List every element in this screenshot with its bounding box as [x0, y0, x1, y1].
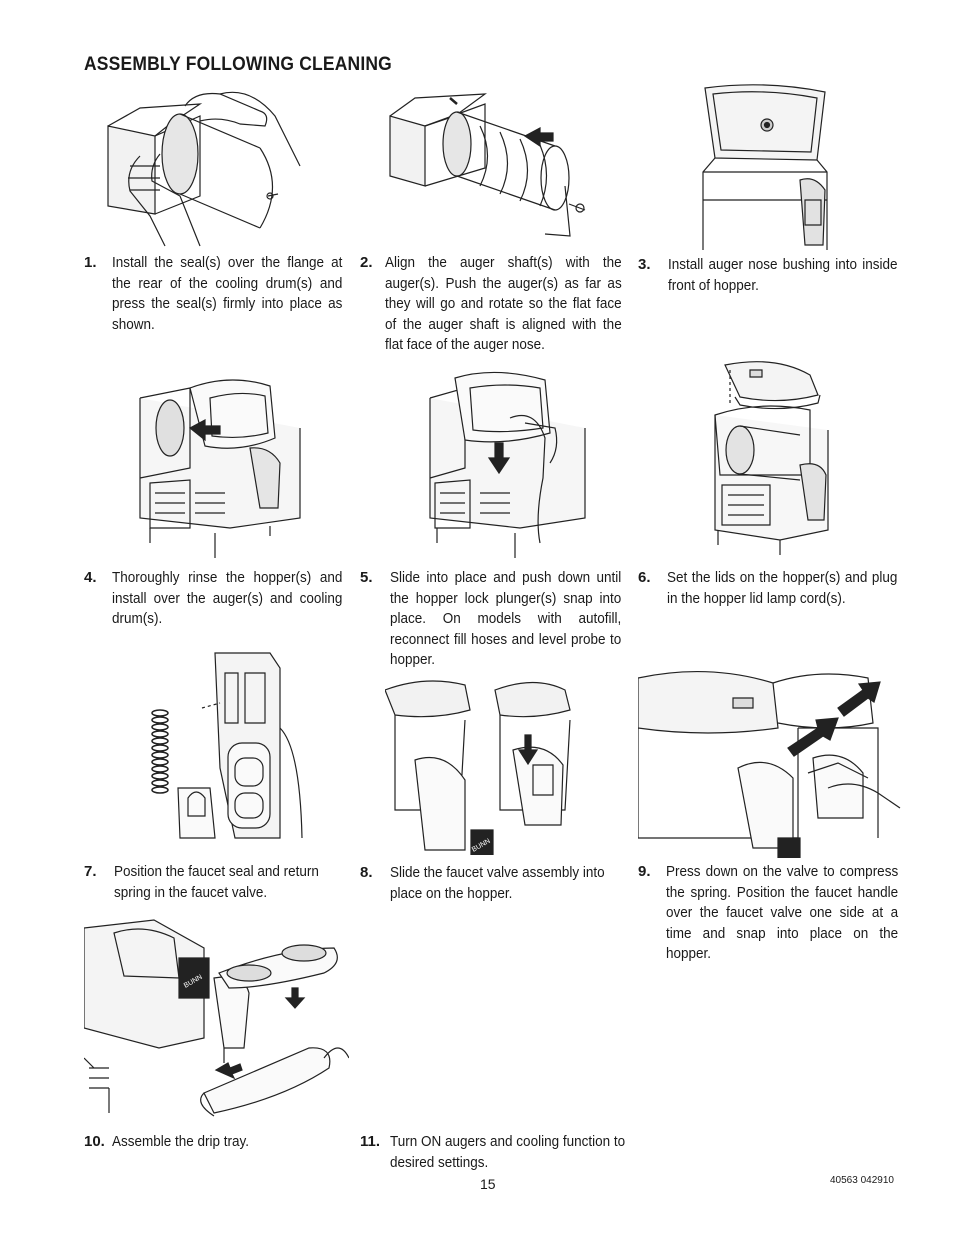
- figure-step-4-hopper-install: [130, 368, 305, 563]
- step-number: 2.: [360, 254, 373, 271]
- step-number: 4.: [84, 569, 97, 586]
- figure-step-8-faucet-valve-install: BUNN: [385, 680, 580, 855]
- figure-step-2-auger-align: [385, 86, 595, 251]
- page-title: ASSEMBLY FOLLOWING CLEANING: [84, 54, 392, 75]
- step-number: 9.: [638, 863, 651, 880]
- step-text: Slide into place and push down until the…: [390, 569, 622, 669]
- figure-step-6-lids-install: [700, 355, 835, 555]
- step-text: Turn ON augers and cooling function to d…: [390, 1133, 626, 1171]
- step-number: 3.: [638, 256, 651, 273]
- figure-step-5-hopper-lock: [425, 368, 590, 563]
- step-text: Press down on the valve to compress the …: [666, 863, 899, 963]
- step-text: Install auger nose bushing into inside f…: [668, 256, 898, 294]
- step-text: Set the lids on the hopper(s) and plug i…: [667, 569, 898, 607]
- step-text: Slide the faucet valve assembly into pla…: [390, 864, 605, 902]
- step-number: 10.: [84, 1133, 105, 1150]
- document-code: 40563 042910: [830, 1175, 894, 1186]
- step-number: 1.: [84, 254, 97, 271]
- figure-step-7-faucet-seal-spring: [140, 648, 315, 843]
- step-number: 8.: [360, 864, 373, 881]
- step-text: Assemble the drip tray.: [112, 1133, 250, 1150]
- figure-step-10-drip-tray: BUNN: [84, 918, 349, 1123]
- step-number: 5.: [360, 569, 373, 586]
- step-number: 7.: [84, 863, 97, 880]
- figure-step-1-seal-install: [100, 86, 310, 251]
- figure-step-3-bushing-hopper: [695, 80, 840, 250]
- step-number: 6.: [638, 569, 651, 586]
- step-text: Align the auger shaft(s) with the auger(…: [385, 254, 622, 354]
- step-number: 11.: [360, 1133, 381, 1150]
- figure-step-9-faucet-handle: [638, 668, 903, 858]
- step-text: Position the faucet seal and return spri…: [114, 863, 319, 901]
- page-number: 15: [480, 1176, 496, 1192]
- step-text: Install the seal(s) over the flange at t…: [112, 254, 343, 333]
- step-text: Thoroughly rinse the hopper(s) and insta…: [112, 569, 343, 628]
